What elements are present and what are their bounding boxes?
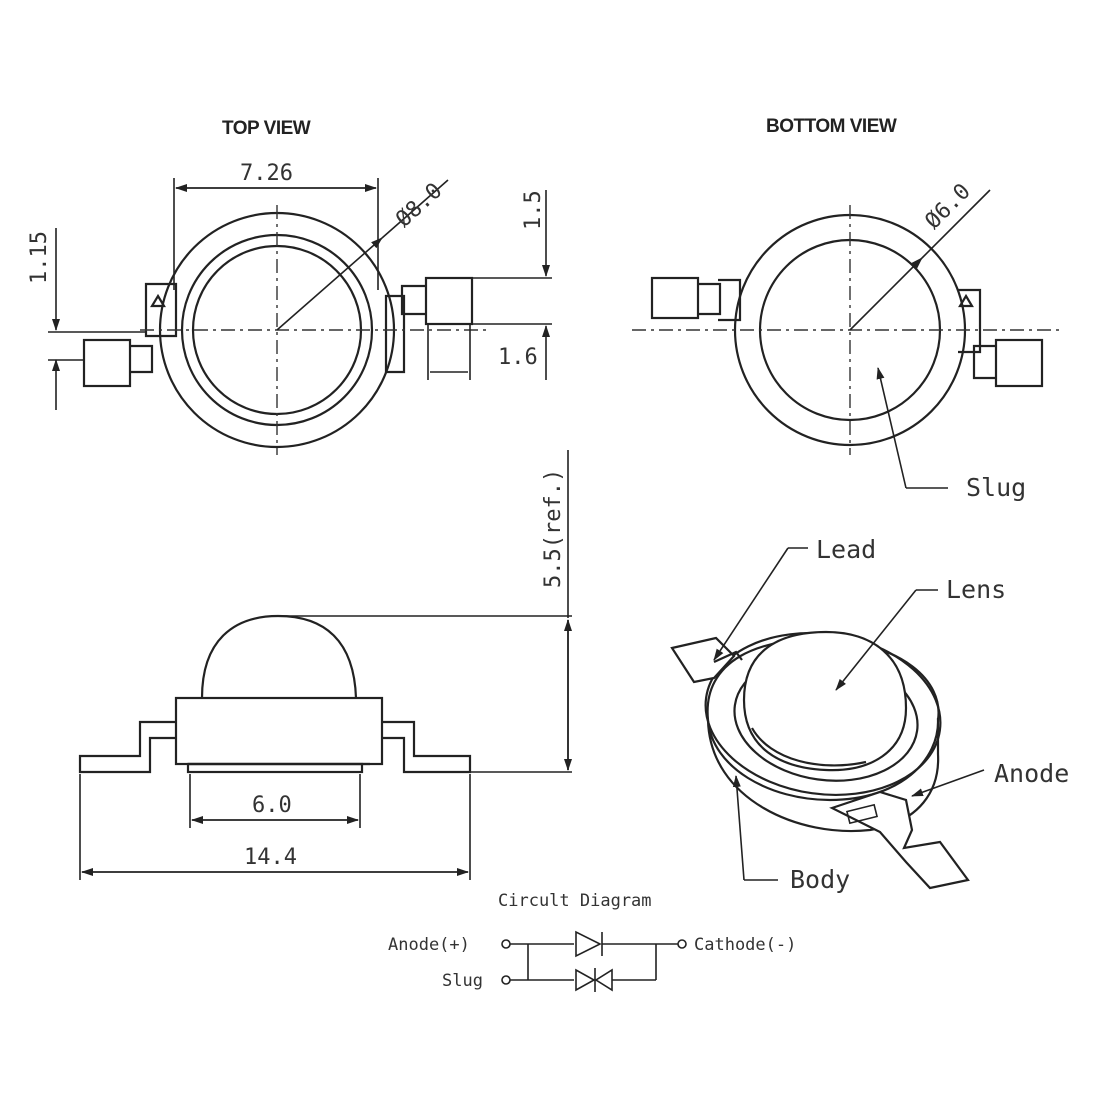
top-view: 7.26 Ø8.0 1.15 1.5 1.6 <box>27 161 552 455</box>
callout-body: Body <box>790 865 850 894</box>
slug-diode-symbol <box>575 968 596 992</box>
iso-view: Lead Lens Anode Body <box>670 535 1069 894</box>
iso-lens <box>742 630 908 772</box>
callout-anode: Anode <box>994 759 1069 788</box>
callout-slug: Slug <box>966 473 1026 502</box>
side-dome <box>200 614 358 699</box>
side-body <box>174 696 384 766</box>
led-diode-symbol <box>575 930 602 958</box>
circuit-cathode-label: Cathode(-) <box>694 935 796 955</box>
dim-1-5: 1.5 <box>521 190 546 230</box>
dim-1-6: 1.6 <box>498 345 538 370</box>
bottom-left-lead <box>650 276 700 320</box>
circuit-diagram: Circult Diagram Anode(+) Slug Cathode(-) <box>388 891 796 992</box>
circuit-title: Circult Diagram <box>498 891 652 911</box>
bottom-view-title: BOTTOM VIEW <box>766 116 897 137</box>
iso-anode-lead <box>829 790 970 890</box>
dim-7-26: 7.26 <box>240 161 293 186</box>
bottom-view: Ø6.0 Slug <box>632 179 1060 502</box>
anode-terminal <box>501 939 511 949</box>
dim-dia-6: Ø6.0 <box>921 179 976 234</box>
top-view-title: TOP VIEW <box>222 118 311 139</box>
top-right-lead <box>424 276 474 326</box>
side-left-lead <box>78 720 176 774</box>
side-view: 5.5(ref.) 6.0 14.4 <box>78 450 572 880</box>
circuit-anode-label: Anode(+) <box>388 935 470 955</box>
dim-dia-8: Ø8.0 <box>391 178 447 232</box>
dim-height-ref: 5.5(ref.) <box>541 469 566 588</box>
bottom-right-lead <box>994 338 1044 388</box>
callout-lens: Lens <box>946 575 1006 604</box>
side-right-lead <box>382 720 472 774</box>
circuit-slug-label: Slug <box>442 971 483 991</box>
slug-terminal <box>501 975 511 985</box>
top-left-lead <box>82 338 132 388</box>
cathode-terminal <box>677 939 687 949</box>
dim-overall-14-4: 14.4 <box>244 845 297 870</box>
callout-lead: Lead <box>816 535 876 564</box>
dim-base-6: 6.0 <box>252 793 292 818</box>
dim-1-15: 1.15 <box>27 231 52 284</box>
